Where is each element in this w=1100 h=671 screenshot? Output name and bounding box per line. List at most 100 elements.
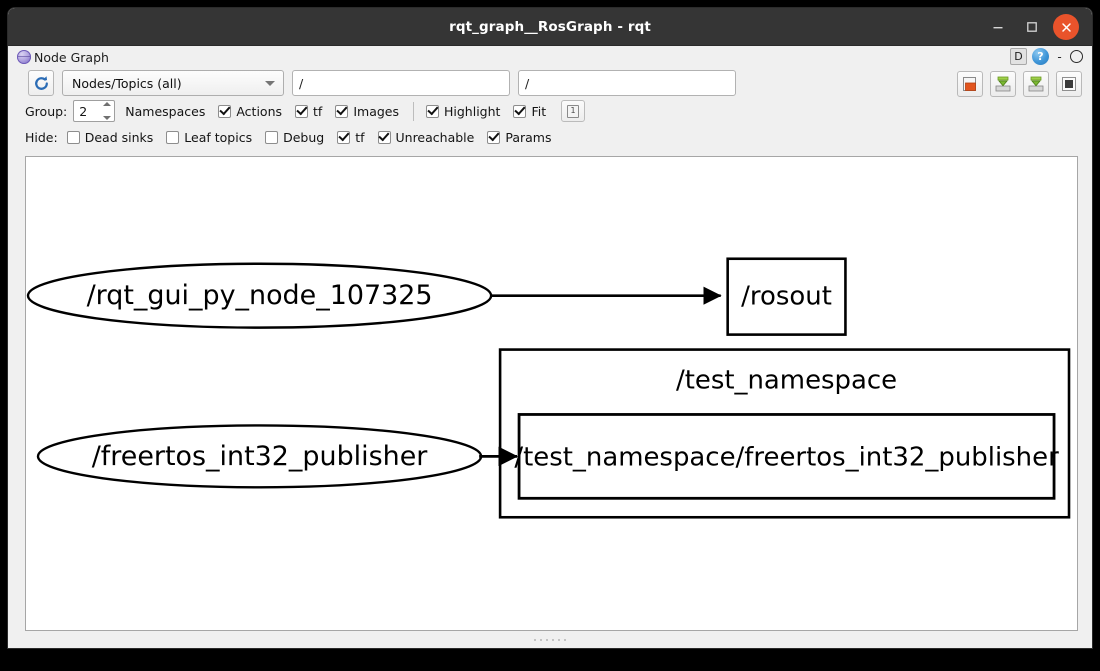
node-graph-plugin: Node Graph D ? - Nodes/Topics (all) [8,46,1092,648]
group-spinbox[interactable]: 2 [73,100,116,122]
highlight-checkbox[interactable]: Highlight [426,104,500,119]
hide-debug-box[interactable] [265,130,279,144]
hide-params-label: Params [505,129,552,145]
images-label: Images [353,103,399,119]
fit-in-view-icon [1062,77,1076,91]
hide-dead-sinks-box[interactable] [66,130,80,144]
plugin-close-button[interactable] [1070,50,1083,63]
spinbox-arrows[interactable] [100,102,113,120]
help-icon[interactable]: ? [1032,48,1049,65]
graph-node-rosout[interactable]: /rosout [726,257,847,336]
save-dot-button[interactable] [990,71,1016,97]
grip-dot [540,638,542,641]
spinbox-down-icon[interactable] [102,116,111,120]
fit-checkbox[interactable]: Fit [513,104,546,119]
node-filter-value: / [525,75,530,91]
hide-leaf-topics-label: Leaf topics [184,129,253,145]
highlight-label: Highlight [444,103,501,119]
grip-dot [552,638,554,641]
graph-node-label: /rqt_gui_py_node_107325 [87,280,433,311]
fit-checkbox-box[interactable] [513,104,527,118]
topic-filter-input[interactable]: / [292,70,510,96]
minimize-icon [993,27,1003,29]
window-titlebar: rqt_graph__RosGraph - rqt [8,8,1092,46]
plugin-controls: D ? - [1010,48,1083,65]
hide-options-row: Hide: Dead sinks Leaf topics Debug tf Un… [8,124,1092,150]
actions-checkbox[interactable]: Actions [218,104,282,119]
graph-options-row: Group: 2 Namespaces Actions tf [8,98,1092,124]
plugin-title: Node Graph [34,49,109,65]
namespaces-label: Namespaces [125,103,206,119]
graph-node-label: /rosout [741,282,832,312]
toolbar-separator [413,101,414,121]
graph-canvas[interactable]: /rqt_gui_py_node_107325 /rosout /test_na… [25,156,1078,631]
graph-node-test-namespace-freertos-int32-publisher[interactable]: /test_namespace/freertos_int32_publisher [514,413,1059,500]
application-window: rqt_graph__RosGraph - rqt Node Graph D ? [8,8,1092,648]
zoom-reset-label: 1 [567,104,580,118]
ros-globe-icon [17,50,31,64]
hide-unreachable-label: Unreachable [395,129,475,145]
graph-node-freertos-int32-publisher[interactable]: /freertos_int32_publisher [36,424,483,489]
grip-dot [534,638,536,641]
save-image-icon [1028,76,1044,92]
load-dot-button[interactable] [957,71,983,97]
save-dot-icon [995,76,1011,92]
folder-open-icon [963,77,976,91]
graph-node-rqt-gui-py-node[interactable]: /rqt_gui_py_node_107325 [26,262,493,329]
actions-label: Actions [236,103,283,119]
tf-checkbox[interactable]: tf [295,104,322,119]
refresh-button[interactable] [28,70,54,96]
group-label: Group: [25,103,68,119]
hide-label: Hide: [25,129,58,145]
hide-unreachable-box[interactable] [377,130,391,144]
toolbar-right-buttons [957,71,1082,97]
spinbox-up-icon[interactable] [102,102,111,106]
grip-dot [546,638,548,641]
window-title: rqt_graph__RosGraph - rqt [449,19,651,35]
plugin-titlebar: Node Graph D ? - [8,46,1092,68]
save-image-button[interactable] [1023,71,1049,97]
graph-node-label: /test_namespace/freertos_int32_publisher [514,442,1059,472]
hide-debug-label: Debug [283,129,325,145]
graph-cluster-label: /test_namespace [676,366,897,396]
hide-leaf-topics-box[interactable] [166,130,180,144]
panel-resize-grip[interactable] [8,631,1092,648]
hide-unreachable[interactable]: Unreachable [377,129,475,145]
refresh-icon [34,75,48,90]
hide-dead-sinks[interactable]: Dead sinks [66,129,154,145]
chevron-down-icon [265,81,275,86]
zoom-reset-button[interactable]: 1 [561,100,586,122]
graph-cluster-test-namespace[interactable]: /test_namespace /test_namespace/freertos… [498,348,1071,519]
fit-in-view-button[interactable] [1056,71,1082,97]
hide-params-box[interactable] [487,130,501,144]
close-icon [1061,22,1071,32]
window-close-button[interactable] [1053,14,1079,40]
hide-tf-label: tf [355,129,365,145]
group-value: 2 [79,103,88,119]
hide-debug[interactable]: Debug [265,130,324,145]
window-minimize-button[interactable] [988,17,1008,37]
images-checkbox[interactable]: Images [335,104,399,119]
plugin-minimize-button[interactable]: - [1057,49,1062,64]
highlight-checkbox-box[interactable] [426,104,439,118]
graph-node-label: /freertos_int32_publisher [92,441,429,472]
namespaces-option[interactable]: Namespaces [125,104,205,119]
plugin-dock-button[interactable]: D [1010,48,1027,65]
fit-label: Fit [531,103,547,119]
node-filter-input[interactable]: / [518,70,736,96]
images-checkbox-box[interactable] [335,104,349,118]
hide-params[interactable]: Params [487,130,551,145]
window-maximize-button[interactable] [1022,17,1042,37]
hide-tf[interactable]: tf [337,129,365,145]
graph-type-select[interactable]: Nodes/Topics (all) [62,70,284,96]
hide-dead-sinks-label: Dead sinks [84,129,154,145]
ros-graph[interactable]: /rqt_gui_py_node_107325 /rosout /test_na… [26,157,1077,630]
topic-filter-value: / [299,75,304,91]
hide-tf-box[interactable] [337,130,351,144]
tf-label: tf [313,103,323,119]
grip-dot [564,638,566,641]
hide-leaf-topics[interactable]: Leaf topics [166,130,252,145]
tf-checkbox-box[interactable] [295,104,309,118]
actions-checkbox-box[interactable] [218,104,232,118]
graph-toolbar: Nodes/Topics (all) / / [8,68,1092,98]
